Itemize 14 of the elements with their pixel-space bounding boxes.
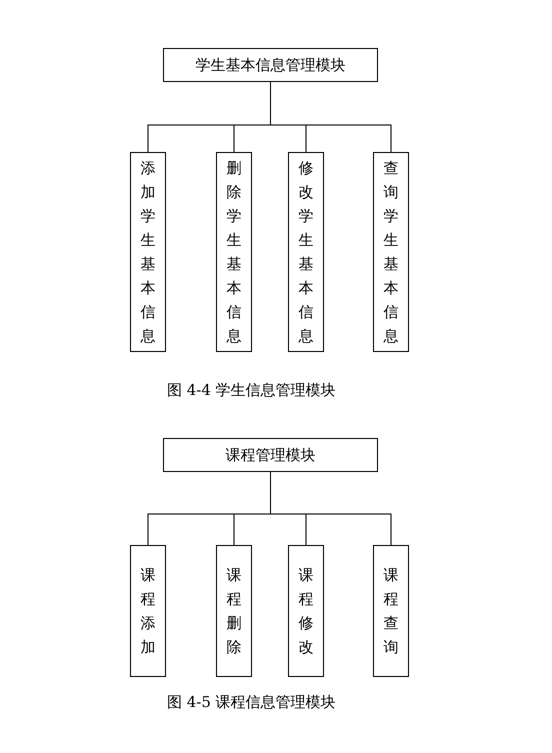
module-box: 课程修改 <box>288 545 324 677</box>
module-box: 删除学生基本信息 <box>216 152 252 352</box>
figure-caption: 图 4-4 学生信息管理模块 <box>167 381 336 400</box>
module-box: 修改学生基本信息 <box>288 152 324 352</box>
connector-line <box>270 82 392 152</box>
module-box: 课程查询 <box>373 545 409 677</box>
parent-module-box: 课程管理模块 <box>163 438 378 472</box>
module-box: 添加学生基本信息 <box>130 152 166 352</box>
module-box: 课程添加 <box>130 545 166 677</box>
module-box: 查询学生基本信息 <box>373 152 409 352</box>
figure-caption: 图 4-5 课程信息管理模块 <box>167 693 336 712</box>
module-box: 课程删除 <box>216 545 252 677</box>
parent-module-box: 学生基本信息管理模块 <box>163 48 378 82</box>
connector-line <box>270 472 392 546</box>
